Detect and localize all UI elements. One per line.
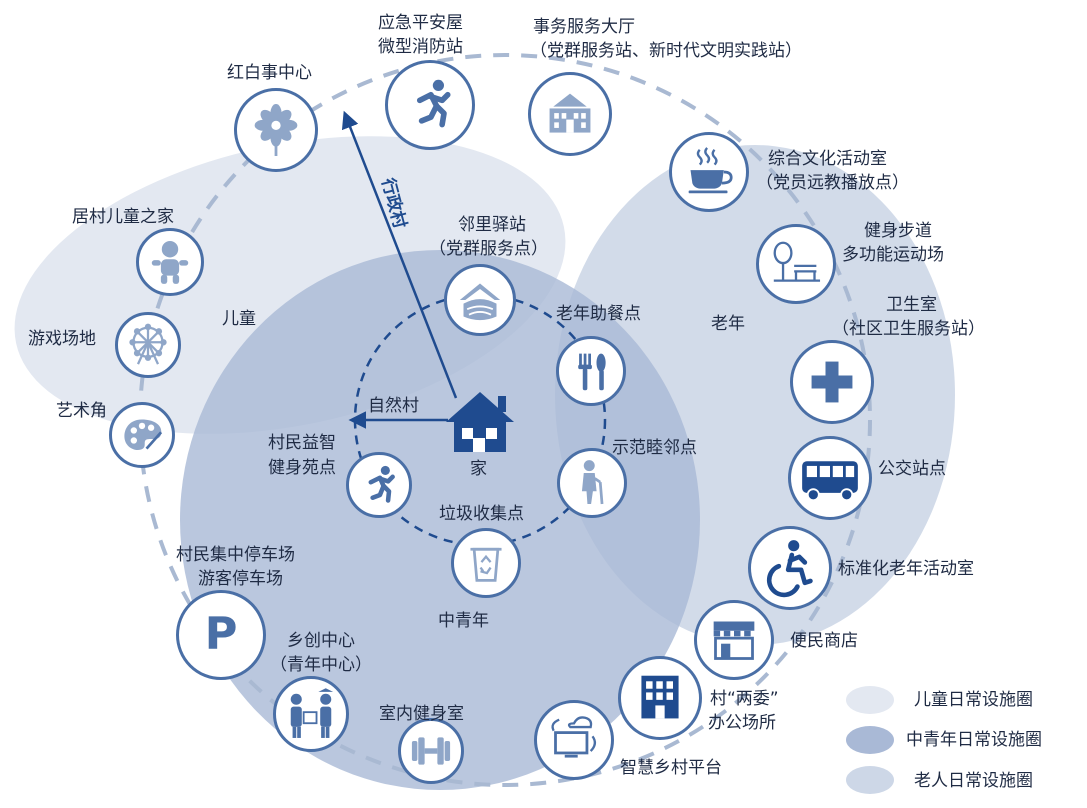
natural-village-label: 自然村 [368, 396, 419, 416]
baby-icon [151, 241, 189, 284]
recycle-icon [470, 547, 502, 582]
senior-meal-icon [556, 336, 626, 406]
smart-platform-icon [534, 700, 614, 780]
legend-label-youth: 中青年日常设施圈 [906, 730, 1042, 750]
legend-label-children: 儿童日常设施圈 [914, 690, 1033, 710]
neighbor-station-label-1: 邻里驿站 [458, 215, 526, 235]
clinic-label-1: 卫生室 [886, 295, 937, 315]
svg-text:P: P [205, 607, 238, 660]
clinic-label-2: （社区卫生服务站） [832, 319, 985, 339]
building-icon [549, 93, 591, 133]
elderly-zone-label: 老年 [711, 314, 745, 334]
parking-label-2: 游客停车场 [198, 569, 283, 589]
emergency-label-1: 应急平安屋 [378, 13, 463, 33]
parking-label-1: 村民集中停车场 [176, 545, 295, 565]
committee-office-icon [618, 656, 702, 740]
teacup-icon [688, 147, 733, 194]
office-building-icon [641, 675, 679, 719]
runner-icon [368, 465, 395, 503]
legend-label-elderly: 老人日常设施圈 [914, 771, 1033, 791]
shop-icon [713, 621, 755, 660]
fitness-garden-label-2: 健身苑点 [268, 458, 336, 478]
garbage-point-label: 垃圾收集点 [439, 504, 524, 524]
smart-platform-label: 智慧乡村平台 [620, 758, 722, 778]
clinic-icon [790, 340, 874, 424]
legend-swatch-youth [846, 726, 894, 754]
committee-office-label-1: 村“两委” [710, 689, 779, 709]
bench-icon [773, 241, 821, 282]
art-corner-label: 艺术角 [56, 401, 107, 421]
youth-zone-label: 中青年 [438, 611, 489, 631]
home-label: 家 [470, 459, 487, 479]
children-home-label: 居村儿童之家 [72, 207, 174, 227]
parking-icon: P [205, 607, 238, 660]
innovation-center-label-1: 乡创中心 [287, 631, 355, 651]
committee-office-label-2: 办公场所 [708, 713, 776, 733]
culture-room-label-1: 综合文化活动室 [768, 149, 887, 169]
children-home-icon [136, 228, 204, 296]
fitness-garden-label-1: 村民益智 [268, 433, 336, 453]
elderly-icon [581, 460, 604, 505]
wheelchair-icon [766, 540, 813, 598]
bus-stop-label: 公交站点 [878, 459, 946, 479]
innovation-center-label-2: （青年中心） [270, 655, 372, 675]
admin-village-ring [138, 53, 872, 787]
culture-room-icon [669, 132, 749, 212]
neighbor-station-label-2: （党群服务点） [429, 239, 548, 259]
wedding-center-icon [234, 88, 318, 172]
innovation-center-icon [273, 676, 349, 752]
fitness-trail-label-1: 健身步道 [864, 221, 932, 241]
culture-room-label-2: （党员远教播放点） [756, 173, 909, 193]
store-icon [694, 600, 774, 680]
senior-meal-label: 老年助餐点 [556, 304, 641, 324]
service-hall-icon [528, 72, 612, 156]
neighbor-station-icon [444, 264, 516, 336]
demo-neighbor-label: 示范睦邻点 [612, 438, 697, 458]
dumbbell-icon [411, 737, 451, 765]
playground-label: 游戏场地 [28, 329, 96, 349]
indoor-gym-label: 室内健身室 [379, 704, 464, 724]
bus-stop-icon [788, 436, 872, 520]
garbage-point-icon [451, 528, 521, 598]
ferris-wheel-icon [129, 323, 167, 365]
senior-center-label: 标准化老年活动室 [838, 559, 974, 579]
admin-village-arrow [341, 110, 458, 399]
home-icon [446, 392, 514, 452]
indoor-gym-icon [398, 718, 464, 784]
legend-swatch-children [846, 686, 894, 714]
emergency-label-2: 微型消防站 [378, 37, 463, 57]
service-hall-label-2: （党群服务站、新时代文明实践站） [530, 41, 802, 61]
smart-screen-icon [551, 716, 596, 758]
handover-icon [290, 688, 334, 738]
fitness-trail-label-2: 多功能运动场 [842, 245, 944, 265]
art-corner-icon [109, 402, 175, 468]
cutlery-icon [578, 353, 606, 391]
emergency-icon [385, 60, 475, 150]
bus-icon [802, 461, 858, 502]
senior-center-icon [748, 526, 832, 610]
store-label: 便民商店 [790, 631, 858, 651]
palette-icon [124, 419, 163, 451]
legend-swatch-elderly [846, 766, 894, 794]
children-zone-label: 儿童 [222, 309, 256, 329]
flower-icon [254, 104, 298, 156]
house-roof-icon [459, 283, 501, 321]
runner-icon [416, 79, 451, 128]
parking-icon-circle: P [176, 590, 266, 680]
wedding-center-label: 红白事中心 [227, 63, 312, 83]
demo-neighbor-icon [557, 448, 627, 518]
service-hall-label-1: 事务服务大厅 [533, 17, 635, 37]
playground-icon [115, 312, 181, 378]
fitness-garden-icon [346, 452, 412, 518]
medical-cross-icon [811, 361, 853, 403]
fitness-trail-icon [756, 224, 836, 304]
